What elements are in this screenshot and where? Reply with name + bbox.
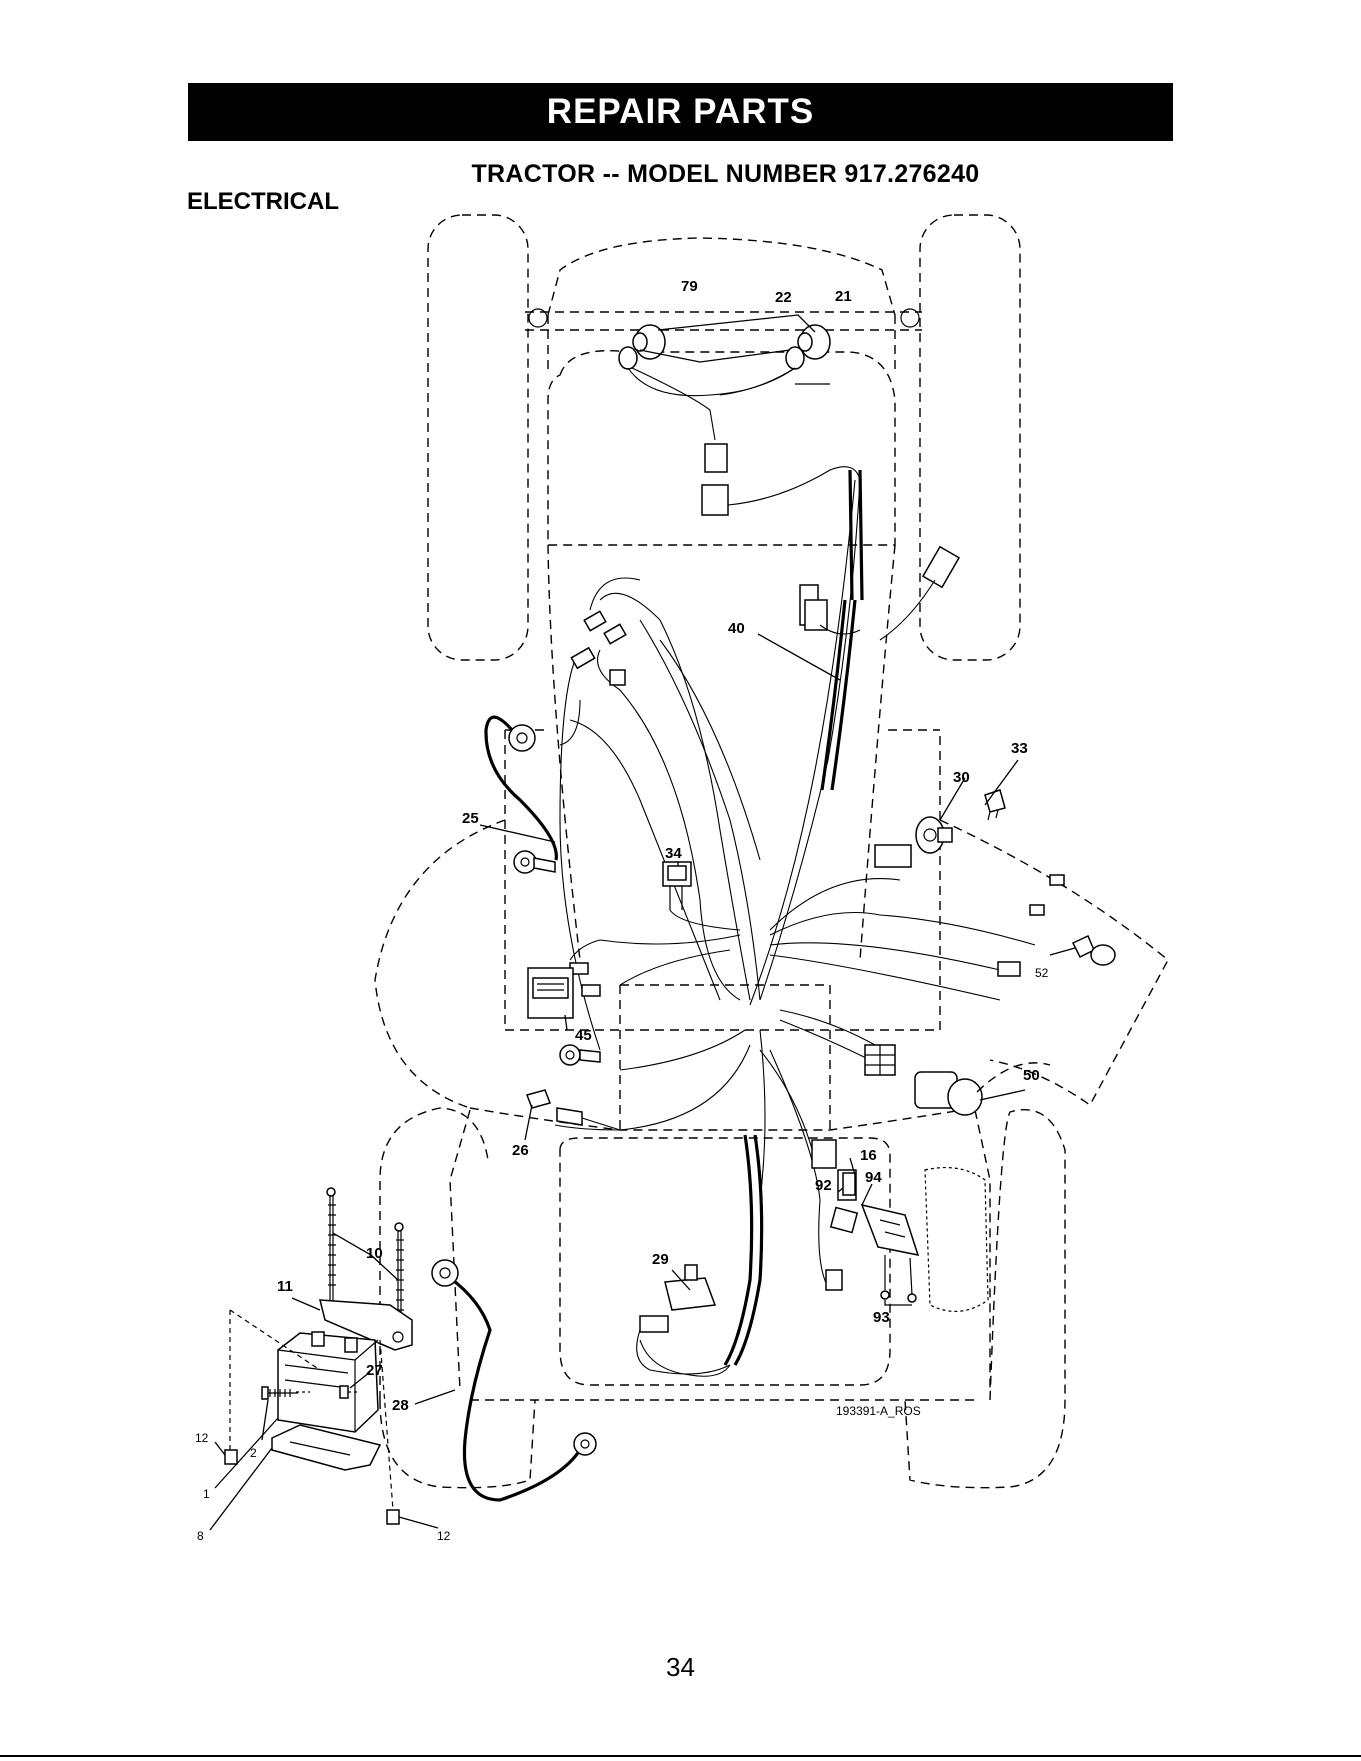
callout-45: 45 <box>575 1027 592 1044</box>
front-right-tire <box>920 215 1020 660</box>
hex-nut-12-left <box>225 1450 237 1464</box>
callout-21: 21 <box>835 288 852 305</box>
bracket-94 <box>862 1205 918 1255</box>
battery-cable-25 <box>486 700 580 873</box>
hex-nut-12-right <box>387 1510 399 1524</box>
battery-tray-8 <box>272 1425 380 1470</box>
callout-22: 22 <box>775 289 792 306</box>
callout-92: 92 <box>815 1177 832 1194</box>
callout-12-left: 12 <box>195 1431 209 1445</box>
harness-connectors <box>560 547 1064 1075</box>
page-number: 34 <box>0 1652 1361 1683</box>
callout-50: 50 <box>1023 1067 1040 1084</box>
callout-8: 8 <box>197 1529 204 1543</box>
callout-33: 33 <box>1011 740 1028 757</box>
seat-pan-outline <box>925 1168 988 1312</box>
front-left-tire <box>428 215 528 660</box>
drawing-id: 193391-A_ROS <box>836 1404 921 1418</box>
callout-29: 29 <box>652 1251 669 1268</box>
callout-34: 34 <box>665 845 682 862</box>
pto-switch-29 <box>665 1278 715 1310</box>
relay-92 <box>812 1140 836 1168</box>
bottom-rule <box>0 1755 1361 1757</box>
seat-switch-16 <box>843 1173 855 1195</box>
callout-11: 11 <box>277 1278 293 1295</box>
callout-1: 1 <box>203 1487 210 1501</box>
callout-16: 16 <box>860 1147 877 1164</box>
fuse-26 <box>527 1090 550 1108</box>
harness-conduit-lower <box>725 1135 762 1365</box>
callout-26: 26 <box>512 1142 529 1159</box>
callout-10: 10 <box>366 1245 383 1262</box>
callout-30: 30 <box>953 769 970 786</box>
callout-12-right: 12 <box>437 1529 451 1543</box>
callout-40: 40 <box>728 620 745 637</box>
callout-28: 28 <box>392 1397 409 1414</box>
callout-94: 94 <box>865 1169 882 1186</box>
callout-93: 93 <box>873 1309 890 1326</box>
battery-cable-28 <box>432 1260 596 1500</box>
callout-27: 27 <box>366 1362 383 1379</box>
tractor-outline <box>375 215 1168 1488</box>
callout-52: 52 <box>1035 966 1049 980</box>
callout-25: 25 <box>462 810 479 827</box>
callout-2: 2 <box>250 1446 257 1460</box>
rear-left-tire <box>380 1108 488 1400</box>
wiring-harness <box>555 470 1035 1376</box>
battery-1 <box>278 1333 378 1432</box>
callout-79: 79 <box>681 278 698 295</box>
mower-deck-outline <box>375 820 505 1108</box>
rear-right-tire <box>905 1110 1065 1488</box>
